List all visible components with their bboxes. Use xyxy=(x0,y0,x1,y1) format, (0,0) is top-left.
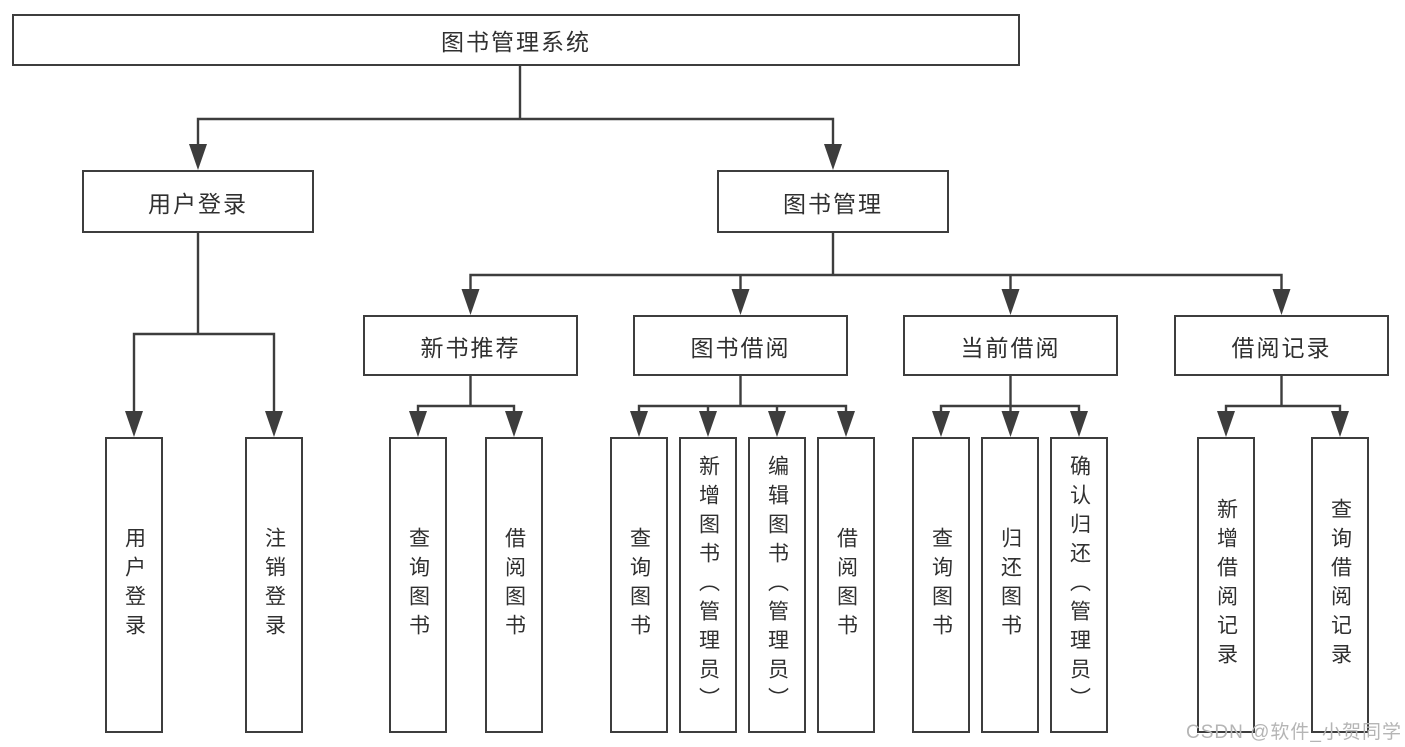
leaf-edit-book-admin: 编辑图书（管理员） xyxy=(748,437,806,733)
node-book-management: 图书管理 xyxy=(717,170,949,233)
leaf-return-book-label: 归还图书 xyxy=(998,527,1022,643)
node-user-login: 用户登录 xyxy=(82,170,314,233)
csdn-watermark: CSDN @软件_小贺同学 xyxy=(1186,722,1402,743)
leaf-add-borrow-record: 新增借阅记录 xyxy=(1197,437,1255,733)
leaf-add-book-admin: 新增图书（管理员） xyxy=(679,437,737,733)
leaf-return-book: 归还图书 xyxy=(981,437,1039,733)
node-root: 图书管理系统 xyxy=(12,14,1020,66)
leaf-query-books-current: 查询图书 xyxy=(912,437,970,733)
node-new-book-recommend: 新书推荐 xyxy=(363,315,578,376)
leaf-query-books-recommend: 查询图书 xyxy=(389,437,447,733)
leaf-borrow-books-recommend-label: 借阅图书 xyxy=(502,527,526,643)
leaf-user-login-label: 用户登录 xyxy=(122,527,146,643)
leaf-logout: 注销登录 xyxy=(245,437,303,733)
leaf-edit-book-admin-label: 编辑图书（管理员） xyxy=(765,454,789,716)
node-book-borrow: 图书借阅 xyxy=(633,315,848,376)
leaf-logout-label: 注销登录 xyxy=(262,527,286,643)
leaf-user-login: 用户登录 xyxy=(105,437,163,733)
leaf-query-books-current-label: 查询图书 xyxy=(929,527,953,643)
leaf-query-books-recommend-label: 查询图书 xyxy=(406,527,430,643)
leaf-add-book-admin-label: 新增图书（管理员） xyxy=(696,454,720,716)
leaf-confirm-return-admin: 确认归还（管理员） xyxy=(1050,437,1108,733)
leaf-query-books-borrow: 查询图书 xyxy=(610,437,668,733)
leaf-borrow-books-borrow-label: 借阅图书 xyxy=(834,527,858,643)
leaf-query-borrow-record-label: 查询借阅记录 xyxy=(1328,498,1352,672)
leaf-borrow-books-recommend: 借阅图书 xyxy=(485,437,543,733)
node-current-borrow: 当前借阅 xyxy=(903,315,1118,376)
leaf-confirm-return-admin-label: 确认归还（管理员） xyxy=(1067,454,1091,716)
leaf-query-books-borrow-label: 查询图书 xyxy=(627,527,651,643)
arrowhead-icons xyxy=(125,144,1349,437)
leaf-query-borrow-record: 查询借阅记录 xyxy=(1311,437,1369,733)
leaf-borrow-books-borrow: 借阅图书 xyxy=(817,437,875,733)
leaf-add-borrow-record-label: 新增借阅记录 xyxy=(1214,498,1238,672)
node-borrow-records: 借阅记录 xyxy=(1174,315,1389,376)
